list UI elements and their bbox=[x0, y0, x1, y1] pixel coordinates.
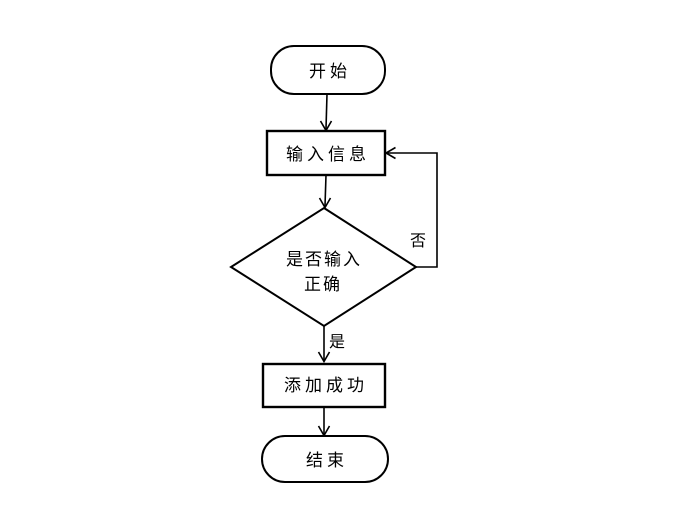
node-input-info: 输入信息 bbox=[265, 129, 387, 177]
edge-input-to-decision bbox=[318, 174, 332, 210]
node-end: 结束 bbox=[261, 435, 389, 483]
node-input-info-label: 输入信息 bbox=[286, 145, 370, 164]
node-decision: 是否输入 正确 bbox=[229, 206, 418, 328]
edge-success-to-end bbox=[317, 407, 331, 438]
node-decision-label-line2: 正确 bbox=[304, 275, 342, 294]
edge-start-to-input bbox=[319, 93, 333, 133]
edge-decision-to-success bbox=[317, 326, 331, 364]
node-decision-label-line1: 是否输入 bbox=[286, 250, 362, 269]
node-add-success: 添加成功 bbox=[261, 362, 387, 409]
node-add-success-label: 添加成功 bbox=[284, 376, 368, 395]
edge-label-no: 否 bbox=[410, 233, 426, 250]
node-end-label: 结束 bbox=[306, 451, 348, 470]
arrowhead-down-icon bbox=[317, 351, 331, 364]
edge-label-yes: 是 bbox=[329, 334, 345, 351]
node-start: 开始 bbox=[270, 45, 386, 95]
node-start-label: 开始 bbox=[309, 62, 351, 81]
